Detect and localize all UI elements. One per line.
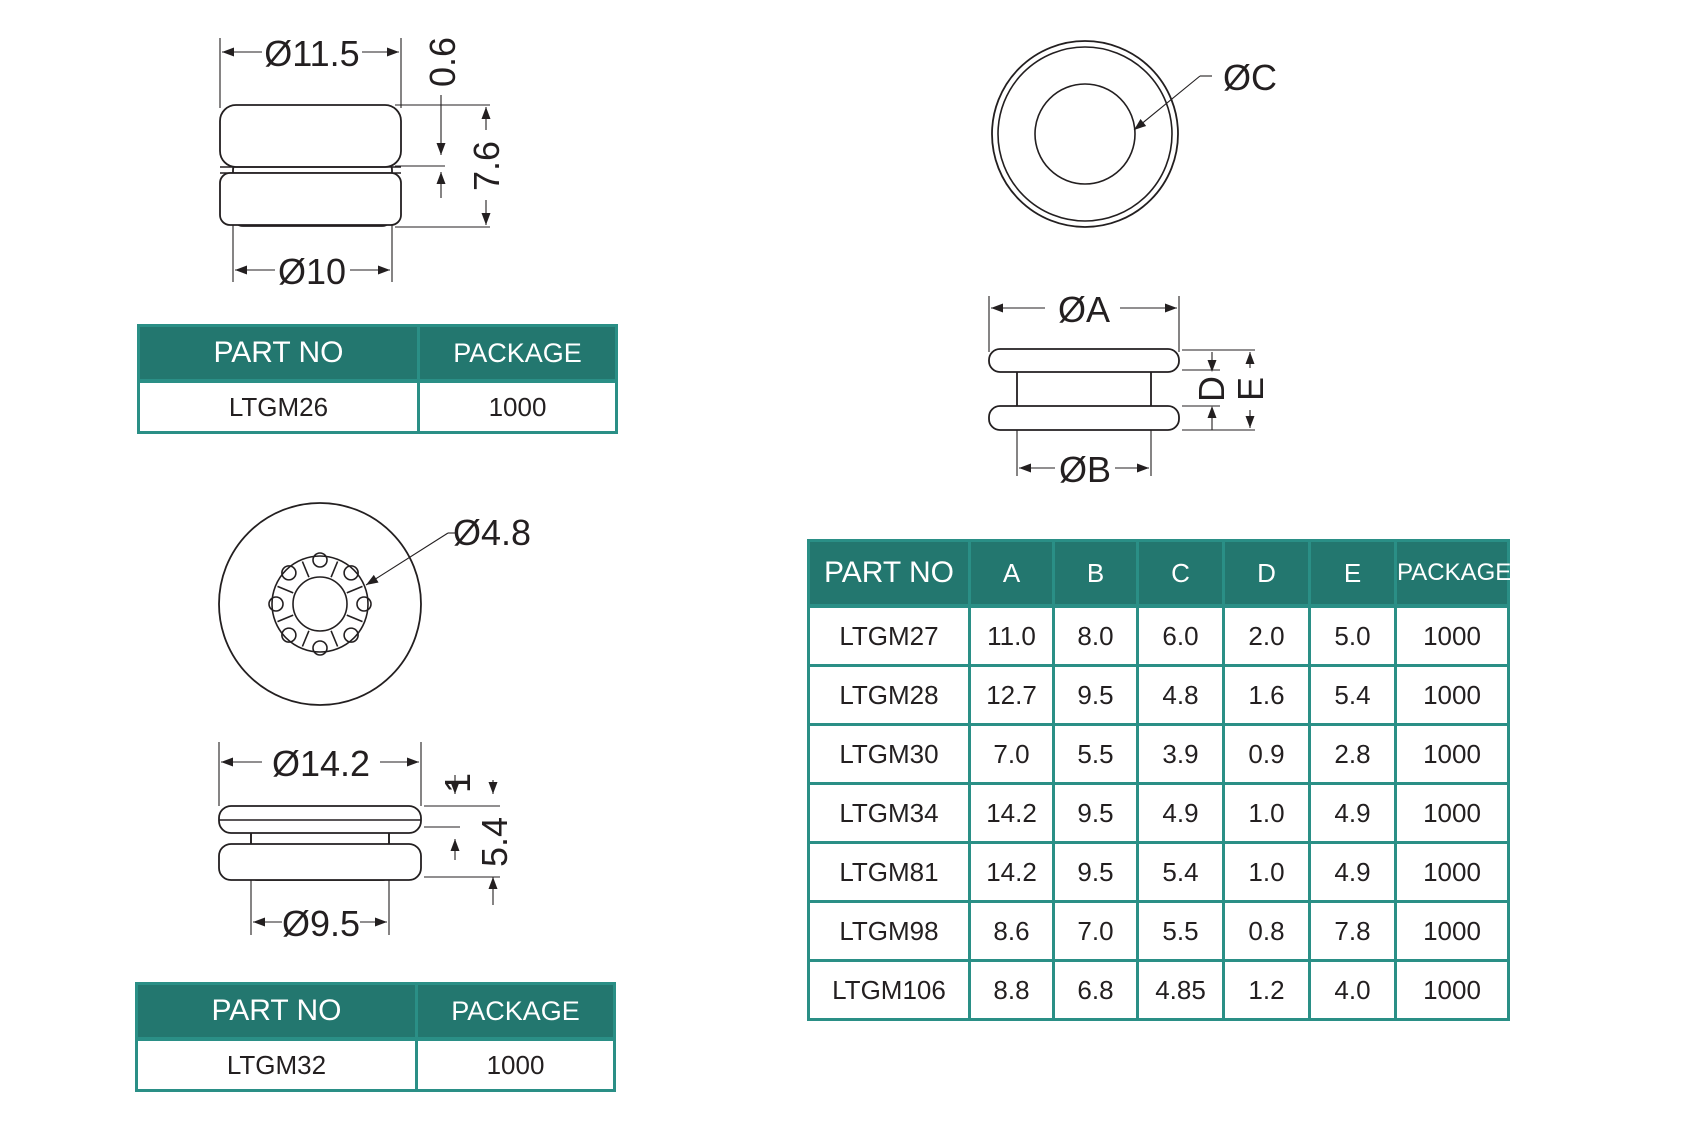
cell-package: 1000: [1394, 959, 1510, 1021]
cell-e: 4.9: [1308, 841, 1397, 903]
cell-a: 8.8: [968, 959, 1055, 1021]
cell-a: 7.0: [968, 723, 1055, 785]
cell-part-no: LTGM98: [807, 900, 971, 962]
cell-b: 6.8: [1052, 959, 1139, 1021]
cell-part-no: LTGM30: [807, 723, 971, 785]
ltgm26-spec-table: PART NO PACKAGE LTGM26 1000: [137, 324, 618, 434]
cell-part-no: LTGM26: [137, 379, 420, 434]
cell-a: 14.2: [968, 782, 1055, 844]
dim-flange-label: 0.6: [422, 37, 463, 87]
cell-package: 1000: [1394, 723, 1510, 785]
cell-e: 5.0: [1308, 604, 1397, 667]
cell-package: 1000: [1394, 604, 1510, 667]
cell-package: 1000: [1394, 664, 1510, 726]
cell-package: 1000: [1394, 841, 1510, 903]
dim-hole-label: Ø4.8: [453, 512, 531, 553]
header-a: A: [968, 539, 1055, 608]
cell-c: 6.0: [1136, 604, 1225, 667]
header-package: PACKAGE: [1394, 539, 1511, 608]
cell-e: 4.9: [1308, 782, 1397, 844]
cell-d: 0.9: [1222, 723, 1311, 785]
cell-c: 4.9: [1136, 782, 1225, 844]
cell-c: 3.9: [1136, 723, 1225, 785]
cell-c: 5.5: [1136, 900, 1225, 962]
cell-b: 9.5: [1052, 664, 1139, 726]
dim-height-label: 7.6: [466, 141, 507, 191]
cell-a: 8.6: [968, 900, 1055, 962]
cell-part-no: LTGM106: [807, 959, 971, 1021]
header-c: C: [1136, 539, 1225, 608]
cell-d: 1.0: [1222, 841, 1311, 903]
header-e: E: [1308, 539, 1397, 608]
header-part-no: PART NO: [135, 982, 418, 1041]
cell-package: 1000: [415, 1037, 616, 1092]
cell-e: 7.8: [1308, 900, 1397, 962]
header-package: PACKAGE: [415, 982, 616, 1041]
cell-e: 2.8: [1308, 723, 1397, 785]
cell-a: 11.0: [968, 604, 1055, 667]
cell-a: 14.2: [968, 841, 1055, 903]
cell-c: 5.4: [1136, 841, 1225, 903]
cell-b: 8.0: [1052, 604, 1139, 667]
dim-e-label: E: [1230, 377, 1271, 401]
cell-a: 12.7: [968, 664, 1055, 726]
grommet-generic-side-view: ØA ØB D E: [988, 289, 1271, 490]
dim-outer-label: Ø14.2: [272, 743, 370, 784]
table-row: LTGM26 1000: [137, 379, 618, 434]
dim-d-label: D: [1191, 376, 1232, 402]
cell-b: 9.5: [1052, 841, 1139, 903]
star-hole-icon: [268, 552, 372, 656]
header-part-no: PART NO: [137, 324, 420, 383]
dim-bottom-label: Ø9.5: [282, 903, 360, 944]
dim-height-label: 5.4: [474, 817, 515, 867]
cell-d: 1.2: [1222, 959, 1311, 1021]
cell-e: 4.0: [1308, 959, 1397, 1021]
cell-part-no: LTGM28: [807, 664, 971, 726]
cell-b: 7.0: [1052, 900, 1139, 962]
cell-b: 5.5: [1052, 723, 1139, 785]
header-part-no: PART NO: [807, 539, 971, 608]
cell-c: 4.85: [1136, 959, 1225, 1021]
grommet-ltgm32-top-view: Ø4.8: [218, 502, 531, 706]
ltgm32-spec-table: PART NO PACKAGE LTGM32 1000: [135, 982, 616, 1092]
header-b: B: [1052, 539, 1139, 608]
cell-package: 1000: [1394, 900, 1510, 962]
dim-outer-label: Ø11.5: [264, 33, 359, 74]
dim-bottom-label: Ø10: [278, 251, 346, 292]
grommet-ltgm32-side-view: Ø14.2 Ø9.5 1 5.4: [218, 742, 515, 944]
cell-part-no: LTGM27: [807, 604, 971, 667]
cell-part-no: LTGM81: [807, 841, 971, 903]
dim-b-label: ØB: [1059, 449, 1111, 490]
dim-c-label: ØC: [1223, 57, 1277, 98]
cell-d: 0.8: [1222, 900, 1311, 962]
cell-package: 1000: [1394, 782, 1510, 844]
dim-a-label: ØA: [1058, 289, 1110, 330]
cell-part-no: LTGM34: [807, 782, 971, 844]
cell-e: 5.4: [1308, 664, 1397, 726]
header-package: PACKAGE: [417, 324, 618, 383]
cell-c: 4.8: [1136, 664, 1225, 726]
cell-d: 1.6: [1222, 664, 1311, 726]
header-d: D: [1222, 539, 1311, 608]
cell-package: 1000: [417, 379, 618, 434]
cell-b: 9.5: [1052, 782, 1139, 844]
table-row: LTGM32 1000: [135, 1037, 616, 1092]
cell-d: 1.0: [1222, 782, 1311, 844]
grommet-generic-top-view: ØC: [991, 40, 1277, 228]
grommet-ltgm26-side-view: Ø11.5 Ø10 0.6 7.6: [219, 33, 507, 292]
cell-part-no: LTGM32: [135, 1037, 418, 1092]
dim-flange-label: 1: [437, 773, 478, 793]
cell-d: 2.0: [1222, 604, 1311, 667]
